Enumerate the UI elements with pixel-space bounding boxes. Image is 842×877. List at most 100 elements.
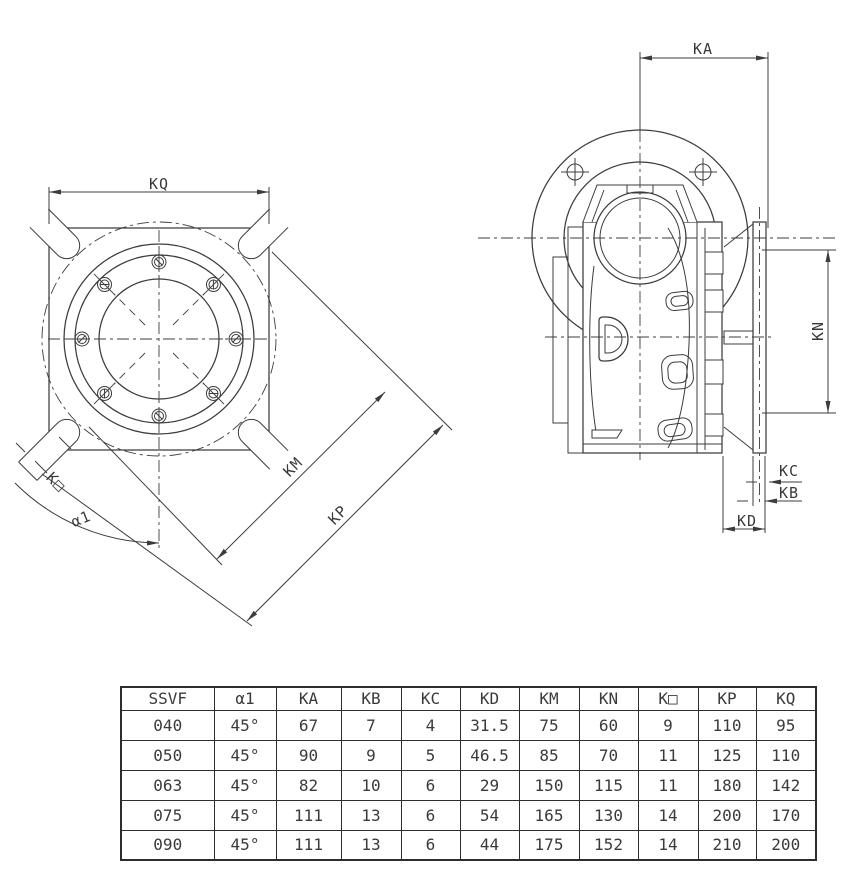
- table-cell: 063: [120, 769, 215, 801]
- dim-label-kb: KB: [778, 484, 800, 502]
- dim-kp: [246, 424, 444, 622]
- table-cell: 150: [518, 769, 580, 801]
- dim-kc-kb-kd: [722, 456, 802, 533]
- dim-label-kq: KQ: [148, 175, 170, 193]
- corner-lug: [18, 418, 81, 481]
- table-cell: 75: [518, 709, 580, 741]
- table-cell: 5: [400, 739, 461, 771]
- dim-label-kc: KC: [778, 462, 800, 480]
- table-cell: 45°: [213, 829, 277, 861]
- table-cell: 90: [275, 739, 342, 771]
- dim-label-kn: KN: [809, 320, 827, 342]
- table-cell: 6: [400, 769, 461, 801]
- dim-alpha1-arc: [14, 482, 160, 546]
- table-cell: 9: [340, 739, 402, 771]
- table-cell: 70: [578, 739, 639, 771]
- table-cell: 111: [275, 799, 342, 831]
- table-cell: 31.5: [459, 709, 520, 741]
- table-cell: 45°: [213, 739, 277, 771]
- table-cell: 14: [637, 799, 699, 831]
- plug-boss: [665, 290, 694, 312]
- header-cell: KP: [697, 686, 757, 711]
- flange-bolt-hole: [689, 158, 717, 186]
- dim-k-square: [15, 436, 72, 474]
- table-cell: 180: [697, 769, 757, 801]
- table-cell: 200: [755, 829, 817, 861]
- dim-kn: [762, 249, 836, 414]
- header-cell: KB: [340, 686, 402, 711]
- d-shaped-boss: [598, 316, 629, 362]
- table-cell: 125: [697, 739, 757, 771]
- table-cell: 13: [340, 829, 402, 861]
- table-cell: 44: [459, 829, 520, 861]
- table-cell: 175: [518, 829, 580, 861]
- table-cell: 110: [755, 739, 817, 771]
- table-cell: 67: [275, 709, 342, 741]
- table-cell: 11: [637, 739, 699, 771]
- table-cell: 152: [578, 829, 639, 861]
- table-cell: 10: [340, 769, 402, 801]
- table-cell: 95: [755, 709, 817, 741]
- front-view-flange: [14, 187, 453, 627]
- header-cell: KN: [578, 686, 639, 711]
- table-cell: 130: [578, 799, 639, 831]
- table-cell: 85: [518, 739, 580, 771]
- table-cell: 075: [120, 799, 215, 831]
- table-cell: 040: [120, 709, 215, 741]
- dim-kq: [48, 187, 270, 224]
- dim-label-ka: KA: [692, 40, 714, 58]
- plug-boss: [657, 417, 693, 442]
- header-cell: K□: [637, 686, 699, 711]
- dim-label-kd: KD: [736, 512, 758, 530]
- table-cell: 4: [400, 709, 461, 741]
- drawing-canvas: [14, 52, 836, 627]
- flange-bolt-hole: [561, 158, 589, 186]
- table-cell: 46.5: [459, 739, 520, 771]
- table-cell: 200: [697, 799, 757, 831]
- table-cell: 142: [755, 769, 817, 801]
- header-cell: SSVF: [120, 686, 215, 711]
- table-cell: 29: [459, 769, 520, 801]
- table-cell: 60: [578, 709, 639, 741]
- corner-notch: [29, 208, 81, 260]
- table-cell: 6: [400, 829, 461, 861]
- header-cell: KQ: [755, 686, 817, 711]
- table-cell: 14: [637, 829, 699, 861]
- table-cell: 45°: [213, 769, 277, 801]
- header-cell: KM: [518, 686, 580, 711]
- table-cell: 54: [459, 799, 520, 831]
- table-cell: 7: [340, 709, 402, 741]
- header-cell: KC: [400, 686, 461, 711]
- table-cell: 115: [578, 769, 639, 801]
- table-cell: 210: [697, 829, 757, 861]
- header-cell: KA: [275, 686, 342, 711]
- table-cell: 110: [697, 709, 757, 741]
- table-cell: 82: [275, 769, 342, 801]
- side-view-gearbox: [478, 52, 836, 533]
- corner-notch: [237, 208, 289, 260]
- header-cell: KD: [459, 686, 520, 711]
- table-cell: 111: [275, 829, 342, 861]
- table-cell: 170: [755, 799, 817, 831]
- table-cell: 090: [120, 829, 215, 861]
- table-cell: 9: [637, 709, 699, 741]
- table-cell: 45°: [213, 709, 277, 741]
- dim-km: [216, 391, 386, 560]
- dim-ka: [640, 52, 769, 228]
- table-cell: 6: [400, 799, 461, 831]
- header-cell: α1: [213, 686, 277, 711]
- table-cell: 13: [340, 799, 402, 831]
- table-cell: 45°: [213, 799, 277, 831]
- table-cell: 050: [120, 739, 215, 771]
- table-cell: 165: [518, 799, 580, 831]
- table-cell: 11: [637, 769, 699, 801]
- plug-boss: [661, 354, 694, 390]
